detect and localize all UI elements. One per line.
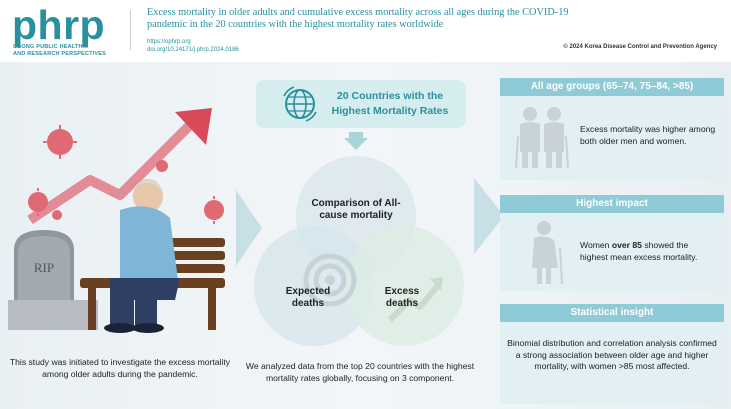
header-divider [130,10,131,50]
venn-label-comparison: Comparison of All-cause mortality [311,198,401,221]
panel-highest-impact-text: Women over 85 showed the highest mean ex… [580,240,718,263]
panel-title-statistical-insight: Statistical insight [500,304,724,322]
logo-subtitle: OSONG PUBLIC HEALTH AND RESEARCH PERSPEC… [13,44,106,57]
venn-label-excess: Excess deaths [384,286,420,309]
panel-age-groups-text: Excess mortality was higher among both o… [580,124,716,146]
down-arrow-stem [349,132,363,139]
countries-box-label: 20 Countries with the Highest Mortality … [331,90,449,117]
doi-link[interactable]: doi.org/10.24171/j.phrp.2024.0186 [147,47,239,53]
globe-icon [283,86,317,122]
growth-chart-icon [387,277,443,323]
header-links: https://ophrp.org doi.org/10.24171/j.phr… [147,38,239,54]
virus-icon [28,129,224,220]
panel-statistical-insight [500,322,724,404]
impact-text-post: showed the highest mean excess mortality… [580,240,698,262]
venn-circle-excess [344,226,464,346]
journal-logo: phrp [12,2,106,48]
copyright-text: © 2024 Korea Disease Control and Prevent… [563,44,717,50]
tombstone-text: RIP [34,260,54,275]
impact-text-bold: over 85 [611,240,642,250]
chevron-right-icon [236,190,262,266]
chevron-right-icon [474,178,504,254]
venn-label-expected: Expected deaths [285,286,331,309]
center-caption: We analyzed data from the top 20 countri… [245,361,475,383]
elderly-bench-illustration: RIP [8,108,225,333]
panel-statistical-insight-text: Binomial distribution and correlation an… [507,338,717,371]
elderly-man-icon [104,179,180,333]
tombstone-icon [8,230,98,330]
logo-sub-line2: AND RESEARCH PERSPECTIVES [13,50,107,57]
journal-url-link[interactable]: https://ophrp.org [147,39,191,45]
rising-arrow-icon [27,108,212,225]
page-title: Excess mortality in older adults and cum… [147,7,569,30]
elderly-couple-icon [515,107,569,169]
down-arrow-icon [344,138,368,150]
elderly-woman-icon [532,221,563,285]
panel-title-highest-impact: Highest impact [500,195,724,213]
target-icon [303,253,357,307]
logo-sub-line1: OSONG PUBLIC HEALTH [13,44,83,50]
panel-title-age-groups: All age groups (65–74, 75–84, >85) [500,78,724,96]
impact-text-pre: Women [580,240,612,250]
header: phrp OSONG PUBLIC HEALTH AND RESEARCH PE… [0,0,731,62]
left-caption: This study was initiated to investigate … [9,357,231,379]
